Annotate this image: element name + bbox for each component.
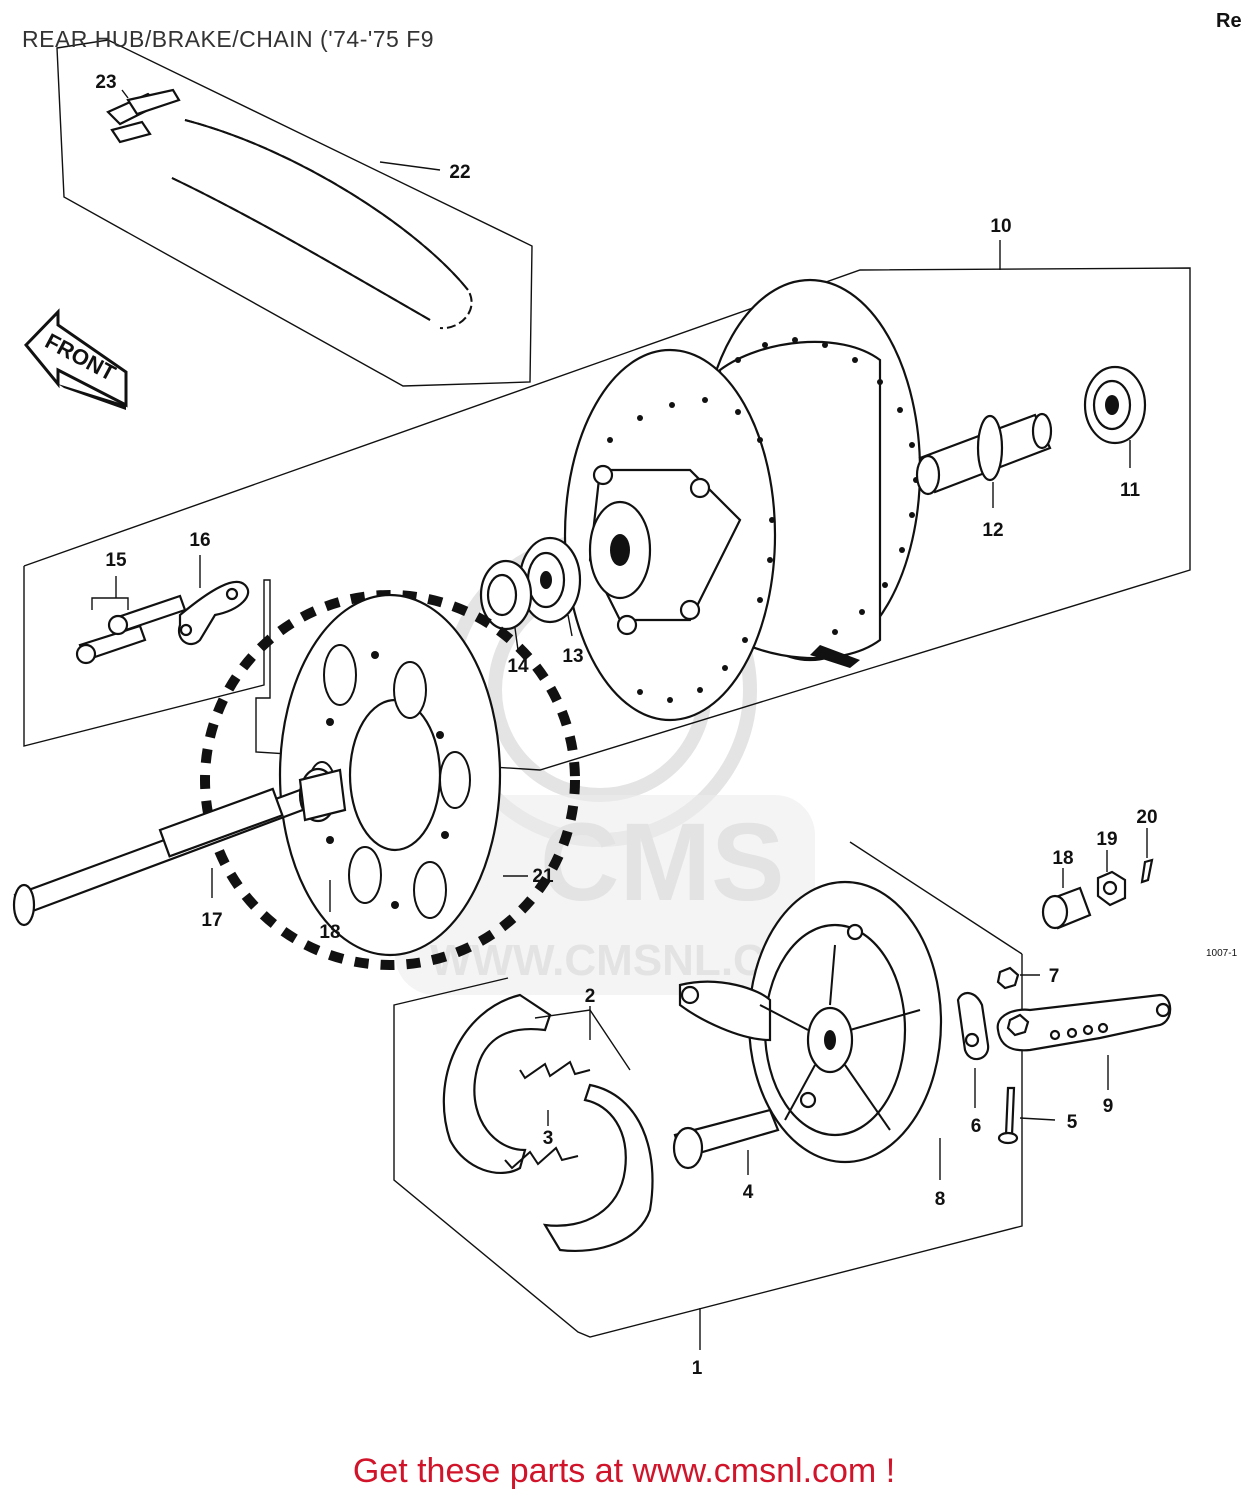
brake-panel-8 bbox=[678, 880, 943, 1180]
callout-labels: 1 2 3 4 5 6 7 8 9 10 11 12 13 14 15 16 1… bbox=[95, 72, 1157, 1379]
spacer-12 bbox=[915, 412, 1053, 508]
axle-collar-18 bbox=[298, 767, 347, 912]
chain-group bbox=[56, 39, 533, 387]
brake-camshaft-4 bbox=[672, 1108, 780, 1175]
rear-axle-17 bbox=[12, 787, 310, 927]
nut-7 bbox=[996, 966, 1040, 990]
front-direction-arrow: FRONT bbox=[23, 308, 128, 410]
callout-17: 17 bbox=[201, 910, 222, 931]
bolt-5 bbox=[997, 1086, 1056, 1145]
callout-10: 10 bbox=[990, 216, 1011, 237]
cotter-pin-20 bbox=[1140, 828, 1154, 884]
callout-1: 1 bbox=[692, 1358, 703, 1379]
page-title: REAR HUB/BRAKE/CHAIN ('74-'75 F9 bbox=[22, 26, 435, 52]
callout-14: 14 bbox=[507, 656, 529, 677]
brake-shoes-2 bbox=[442, 993, 654, 1252]
callout-22: 22 bbox=[449, 162, 470, 183]
collar-18-small bbox=[1041, 868, 1092, 930]
callout-3: 3 bbox=[543, 1128, 554, 1149]
bearing-11 bbox=[1083, 365, 1147, 468]
corner-label: Re bbox=[1216, 10, 1242, 32]
callout-5: 5 bbox=[1067, 1112, 1078, 1133]
brake-arm-9 bbox=[996, 993, 1172, 1090]
callout-21: 21 bbox=[532, 866, 554, 887]
get-parts-link[interactable]: Get these parts at www.cmsnl.com ! bbox=[352, 1452, 896, 1490]
rear-hub bbox=[563, 278, 922, 722]
callout-13: 13 bbox=[562, 646, 583, 667]
callout-15: 15 bbox=[105, 550, 127, 571]
callout-7: 7 bbox=[1049, 966, 1060, 987]
brake-assembly-outline bbox=[393, 841, 1023, 1350]
callout-9: 9 bbox=[1103, 1096, 1114, 1117]
wear-indicator-6 bbox=[956, 992, 990, 1108]
hub-assembly-outline bbox=[23, 240, 1191, 771]
callout-8: 8 bbox=[935, 1189, 946, 1210]
callout-18-collar: 18 bbox=[1052, 848, 1073, 869]
callout-19: 19 bbox=[1096, 829, 1117, 850]
callout-18-axle: 18 bbox=[319, 922, 340, 943]
callout-12: 12 bbox=[982, 520, 1003, 541]
callout-11: 11 bbox=[1120, 480, 1141, 501]
callout-23: 23 bbox=[95, 72, 116, 93]
callout-20: 20 bbox=[1136, 807, 1157, 828]
lock-plate-16 bbox=[177, 555, 250, 646]
callout-4: 4 bbox=[743, 1182, 754, 1203]
brake-springs-3 bbox=[504, 1060, 591, 1170]
oil-seal-14 bbox=[479, 559, 533, 651]
callout-16: 16 bbox=[189, 530, 210, 551]
watermark-brand: CMS bbox=[540, 801, 784, 924]
callout-2: 2 bbox=[585, 986, 596, 1007]
callout-6: 6 bbox=[971, 1116, 982, 1137]
sprocket-bolts-15 bbox=[75, 576, 187, 665]
nut-19 bbox=[1096, 850, 1127, 907]
figure-code: 1007-1 bbox=[1206, 948, 1238, 959]
